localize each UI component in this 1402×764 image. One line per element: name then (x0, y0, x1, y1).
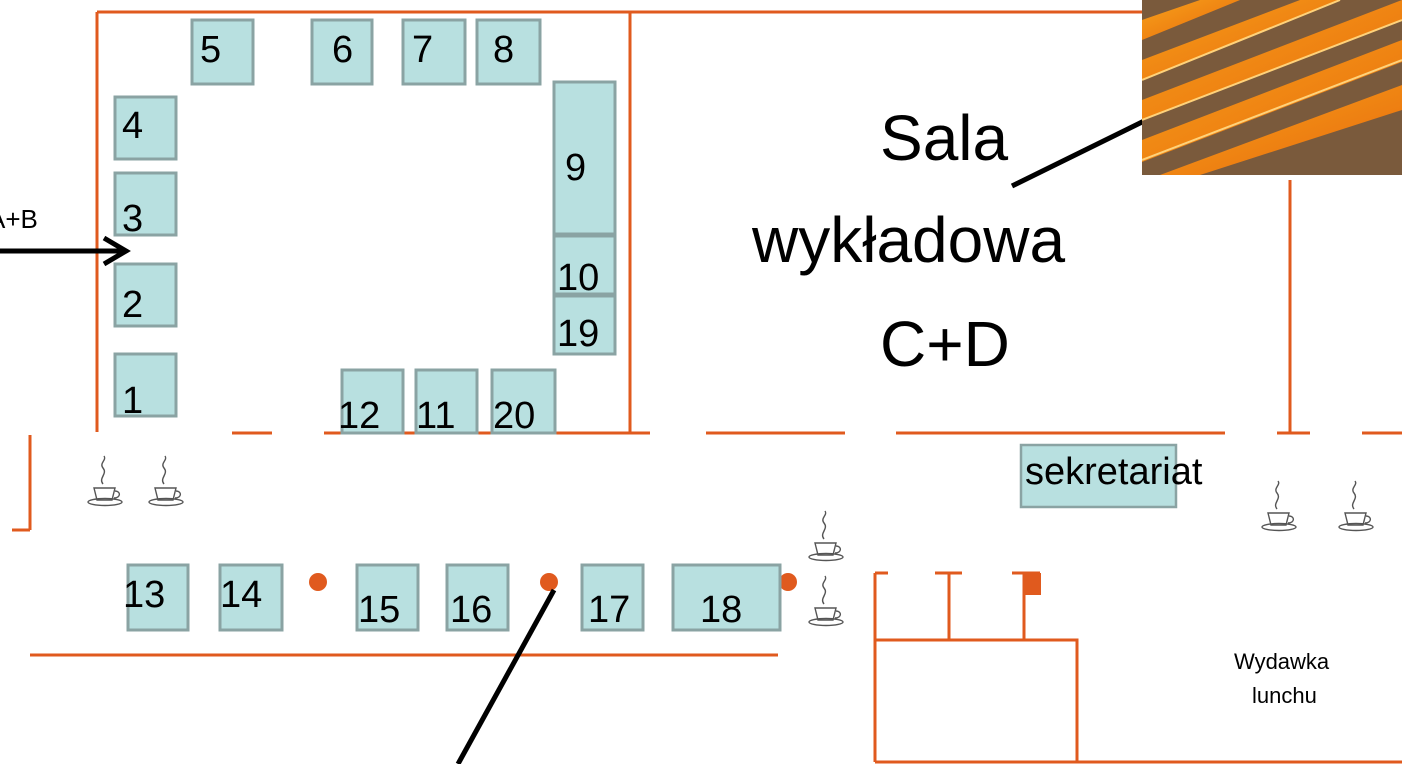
wall-lunch-block (1025, 573, 1041, 595)
pillar-dot (540, 573, 558, 591)
wall-left-corridor (12, 435, 32, 532)
orange-chairs-photo (1142, 0, 1402, 175)
booth-2[interactable]: 2 (113, 262, 178, 328)
booth-16[interactable]: 16 (445, 563, 510, 632)
svg-text:17: 17 (588, 589, 630, 631)
booths: 5 6 7 8 4 3 2 1 9 10 19 12 11 20 13 14 1… (113, 18, 1203, 632)
walls (12, 10, 1402, 764)
booth-13[interactable]: 13 (123, 563, 190, 632)
svg-text:20: 20 (493, 395, 535, 437)
booth-20[interactable]: 20 (490, 368, 557, 437)
svg-text:2: 2 (122, 284, 143, 326)
wall-lunch-outer (873, 573, 1402, 764)
svg-text:sekretariat: sekretariat (1025, 451, 1203, 493)
booth-15[interactable]: 15 (355, 563, 420, 632)
booth-6[interactable]: 6 (310, 18, 374, 86)
svg-text:13: 13 (123, 574, 165, 616)
svg-text:wykładowa: wykładowa (751, 204, 1065, 276)
booth-9[interactable]: 9 (552, 80, 617, 236)
svg-text:Wydawka: Wydawka (1234, 649, 1330, 674)
wall-lunch-inner (875, 638, 1079, 762)
svg-text:15: 15 (358, 589, 400, 631)
booth-14[interactable]: 14 (218, 563, 284, 632)
coffee-cup-icon (1338, 480, 1374, 532)
coffee-cup-icon (148, 455, 184, 507)
coffee-cups (87, 455, 1374, 627)
hall-ab-label: A+B (0, 204, 38, 234)
svg-text:12: 12 (338, 395, 380, 437)
booth-19[interactable]: 19 (552, 294, 617, 356)
wall-lunch-posts (947, 573, 1026, 640)
svg-text:16: 16 (450, 589, 492, 631)
booth-5[interactable]: 5 (190, 18, 255, 86)
svg-text:9: 9 (565, 147, 586, 189)
booth-11[interactable]: 11 (414, 368, 479, 437)
lunch-label: Wydawka lunchu (1234, 649, 1330, 708)
svg-text:Sala: Sala (880, 102, 1009, 174)
booth-secretariat[interactable]: sekretariat (1019, 443, 1203, 509)
pillars (309, 573, 797, 591)
booth-8[interactable]: 8 (475, 18, 542, 86)
svg-text:11: 11 (416, 395, 455, 437)
svg-text:18: 18 (700, 589, 742, 631)
booth-17[interactable]: 17 (580, 563, 645, 632)
pillar-dot (309, 573, 327, 591)
coffee-cup-icon (87, 455, 123, 507)
svg-text:7: 7 (412, 29, 433, 71)
booth-1[interactable]: 1 (113, 352, 178, 422)
booth-10[interactable]: 10 (552, 234, 617, 299)
coffee-cup-icon (1261, 480, 1297, 532)
svg-text:lunchu: lunchu (1252, 683, 1317, 708)
svg-text:3: 3 (122, 198, 143, 240)
arrow-left (0, 235, 131, 267)
svg-text:6: 6 (332, 29, 353, 71)
coffee-cup-icon (808, 510, 844, 562)
svg-text:1: 1 (122, 380, 143, 422)
pointer-line (455, 588, 557, 764)
svg-text:5: 5 (200, 29, 221, 71)
svg-text:10: 10 (557, 257, 599, 299)
svg-text:14: 14 (220, 574, 262, 616)
pillar-dot (779, 573, 797, 591)
coffee-cup-icon (808, 575, 844, 627)
svg-text:19: 19 (557, 313, 599, 355)
booth-18[interactable]: 18 (671, 563, 782, 632)
svg-text:C+D: C+D (880, 308, 1010, 380)
svg-text:8: 8 (493, 29, 514, 71)
booth-3[interactable]: 3 (113, 171, 178, 240)
booth-4[interactable]: 4 (113, 95, 178, 161)
svg-text:4: 4 (122, 105, 143, 147)
booth-12[interactable]: 12 (338, 368, 405, 437)
booth-7[interactable]: 7 (401, 18, 467, 86)
hall-cd-label: Sala wykładowa C+D (751, 102, 1065, 380)
